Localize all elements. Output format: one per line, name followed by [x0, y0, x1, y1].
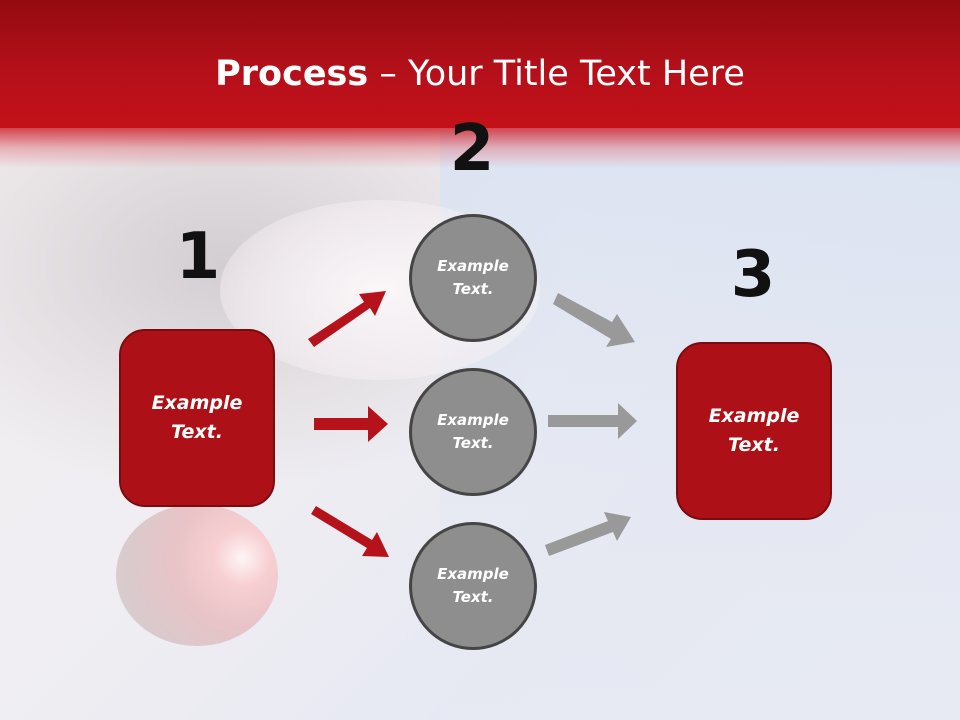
slide-title: Process – Your Title Text Here [0, 52, 960, 96]
step-1-box: Example Text. [119, 329, 275, 507]
circle-middle-label: Example Text. [437, 411, 509, 452]
step-2-circle-bottom: Example Text. [409, 522, 537, 650]
header-fade [0, 128, 960, 168]
step-number-1: 1 [175, 220, 221, 294]
step-2-circle-top: Example Text. [409, 214, 537, 342]
step-1-label: Example Text. [151, 392, 243, 443]
title-bold: Process [215, 54, 369, 94]
step-2-circle-middle: Example Text. [409, 368, 537, 496]
circle-bottom-label: Example Text. [437, 565, 509, 606]
arrow-down-right-icon [311, 506, 389, 557]
title-rest: – Your Title Text Here [368, 54, 745, 94]
step-3-box: Example Text. [676, 342, 832, 520]
step-number-3: 3 [730, 238, 776, 312]
header-band [0, 0, 960, 128]
christmas-ornament-image [116, 504, 278, 646]
step-number-2: 2 [449, 112, 495, 186]
step-3-label: Example Text. [708, 405, 800, 456]
circle-top-label: Example Text. [437, 257, 509, 298]
